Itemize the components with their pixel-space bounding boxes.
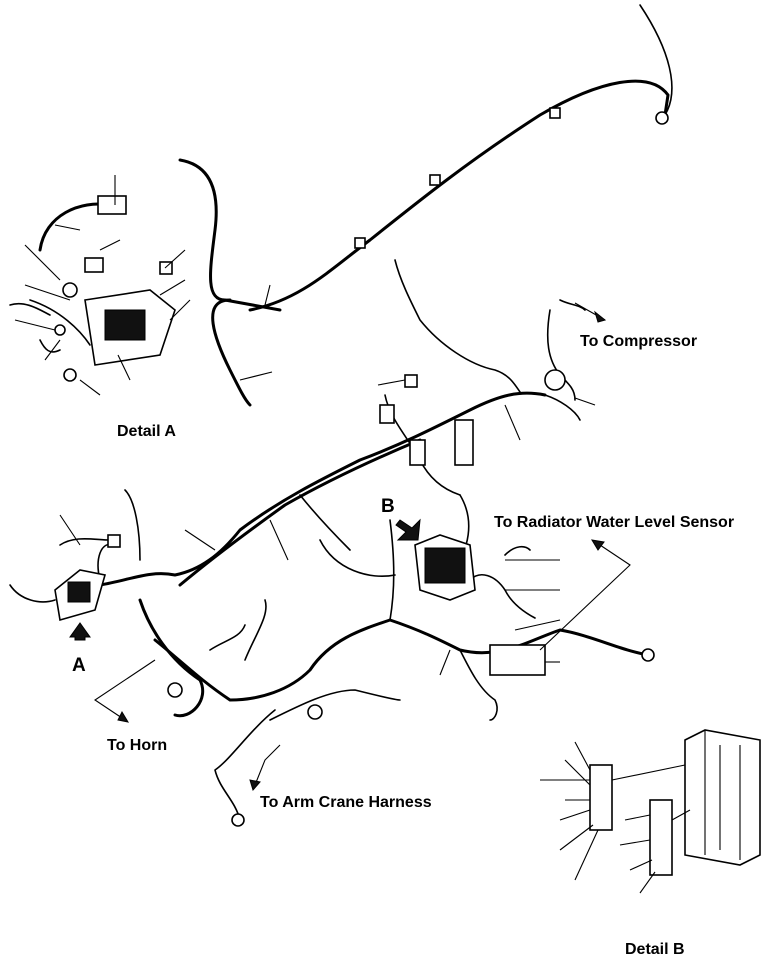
to-radiator-label: To Radiator Water Level Sensor (494, 514, 735, 531)
direction-arrows (94, 302, 631, 792)
marker-a-arrow (69, 622, 91, 641)
to-horn-label: To Horn (107, 737, 168, 754)
marker-b-label: B (381, 496, 395, 517)
top-cable (248, 4, 673, 312)
main-harness (9, 259, 650, 821)
detail-a-caption: Detail A (117, 423, 176, 440)
detail-b-assembly (540, 729, 761, 894)
marker-a-label: A (72, 655, 86, 676)
components (54, 369, 655, 827)
leaders-main (59, 379, 596, 676)
detail-b-caption: Detail B (625, 941, 685, 958)
detail-a-assembly (9, 158, 282, 407)
to-arm-crane-label: To Arm Crane Harness (260, 794, 432, 811)
marker-b-arrow (395, 518, 421, 541)
to-compressor-label: To Compressor (580, 333, 698, 350)
